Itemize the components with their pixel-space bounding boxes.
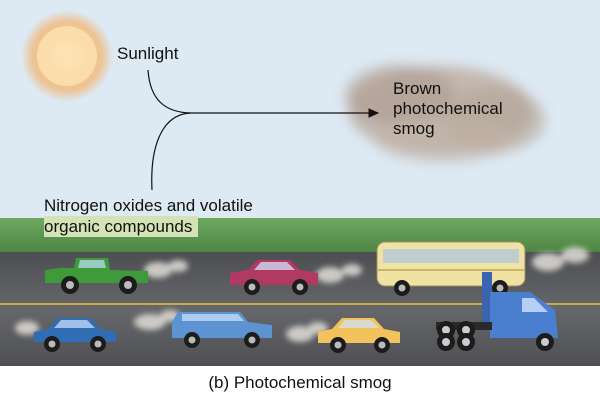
smog-label-line1: Brown	[393, 79, 442, 98]
sunlight-label: Sunlight	[117, 44, 179, 63]
sun-icon	[21, 10, 113, 102]
compact-car-blue	[34, 318, 116, 352]
sedan-yellow	[318, 318, 400, 353]
smog-label-line2: photochemical	[393, 99, 503, 118]
sunlight-arrow-line	[147, 69, 191, 114]
emissions-arrow-line	[151, 112, 191, 191]
smog-label: Brown photochemical smog	[393, 79, 533, 139]
station-wagon	[172, 312, 272, 348]
emissions-label: Nitrogen oxides and volatile organic com…	[44, 195, 253, 237]
pickup-truck	[45, 258, 148, 294]
smog-label-line3: smog	[393, 119, 435, 138]
sedan-maroon	[230, 260, 318, 295]
emissions-label-line2: organic compounds	[44, 216, 199, 237]
emissions-label-line1: Nitrogen oxides and volatile	[44, 196, 253, 215]
figure-caption: (b) Photochemical smog	[208, 373, 392, 392]
semi-truck	[436, 272, 558, 351]
